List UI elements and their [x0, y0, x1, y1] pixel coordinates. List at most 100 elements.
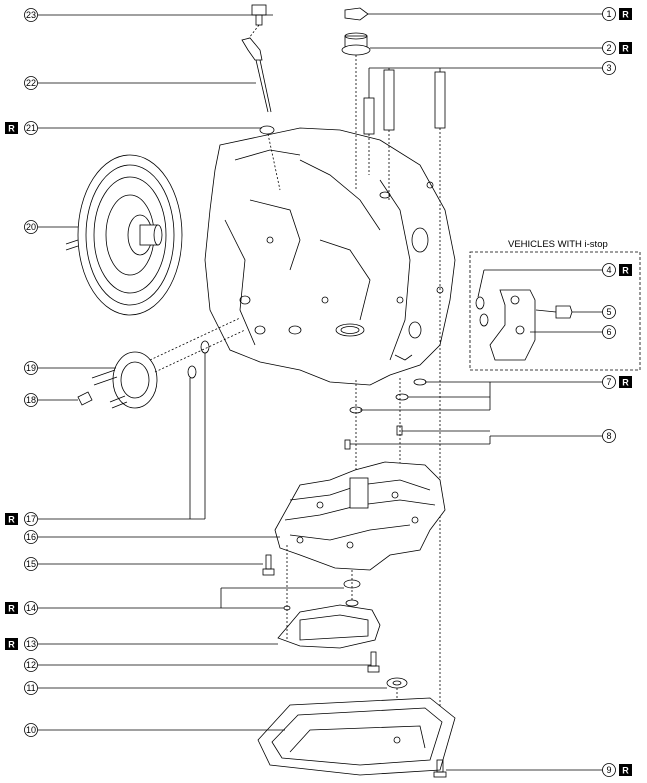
callout-number: 11	[26, 683, 35, 693]
callout-number: 2	[606, 43, 611, 53]
callout-6: 6	[602, 325, 616, 339]
replace-badge	[619, 764, 632, 776]
callout-number: 18	[26, 395, 36, 405]
transmission-case	[204, 127, 456, 386]
replace-badge-label: R	[622, 43, 629, 53]
callout-number: 19	[26, 363, 36, 373]
callout-number: 6	[606, 327, 611, 337]
callout-circle	[602, 7, 616, 21]
valve-body-bolt	[262, 554, 275, 576]
top-parts	[341, 7, 446, 200]
callout-12: 12	[24, 658, 38, 672]
i-stop-inset-frame	[469, 251, 641, 371]
callout-13: 13 R	[5, 637, 38, 651]
callout-circle	[24, 681, 38, 695]
i-stop-actuator	[475, 289, 573, 361]
callout-circle	[602, 763, 616, 777]
callout-circle	[24, 723, 38, 737]
callout-19: 19	[24, 361, 38, 375]
callout-number: 9	[606, 765, 611, 775]
replace-badge-label: R	[8, 123, 15, 133]
callout-number: 16	[26, 532, 36, 542]
replace-badge-label: R	[622, 265, 629, 275]
callout-circle	[24, 601, 38, 615]
callout-circle	[24, 637, 38, 651]
replace-badge-label: R	[622, 377, 629, 387]
callout-15: 15	[24, 557, 38, 571]
replace-badge-label: R	[622, 765, 629, 775]
inset-title: VEHICLES WITH i-stop	[508, 239, 608, 250]
callout-16: 16	[24, 530, 38, 544]
callout-3: 3	[602, 61, 616, 75]
replace-badge	[5, 638, 18, 650]
callout-number: 23	[26, 10, 36, 20]
callout-circle	[24, 530, 38, 544]
callout-circle	[24, 393, 38, 407]
callout-circle	[24, 512, 38, 526]
callout-circle	[24, 220, 38, 234]
callout-number: 15	[26, 559, 36, 569]
callout-5: 5	[602, 305, 616, 319]
leader-lines	[38, 13, 604, 771]
oil-strainer	[277, 545, 381, 649]
callout-22: 22	[24, 76, 38, 90]
callout-circle	[24, 361, 38, 375]
replace-badge	[619, 264, 632, 276]
callout-21: 21 R	[5, 121, 38, 135]
callout-circle	[602, 41, 616, 55]
callout-number: 1	[606, 9, 611, 19]
callout-number: 8	[606, 431, 611, 441]
callout-circle	[602, 263, 616, 277]
oil-pan	[257, 697, 456, 776]
callout-circle	[24, 557, 38, 571]
callout-number: 4	[606, 265, 611, 275]
callout-circle	[24, 76, 38, 90]
control-valve-body	[274, 461, 446, 571]
callout-14: 14 R	[5, 601, 38, 615]
callout-circle	[24, 658, 38, 672]
callout-number: 21	[26, 123, 36, 133]
callout-circle	[602, 305, 616, 319]
callout-number: 17	[26, 514, 36, 524]
callout-number: 5	[606, 307, 611, 317]
callout-circle	[602, 375, 616, 389]
callout-circle	[24, 121, 38, 135]
callout-circle	[24, 8, 38, 22]
callout-11: 11	[24, 681, 38, 695]
callout-number: 7	[606, 377, 611, 387]
callout-8: 8	[602, 429, 616, 443]
replace-badge	[5, 122, 18, 134]
callout-circle	[602, 429, 616, 443]
callout-number: 20	[26, 222, 36, 232]
replace-badge	[619, 376, 632, 388]
callout-number: 3	[606, 63, 611, 73]
callout-18: 18	[24, 393, 38, 407]
torque-converter	[65, 154, 183, 316]
callout-circle	[602, 325, 616, 339]
callout-number: 14	[26, 603, 36, 613]
replace-badge	[619, 8, 632, 20]
oil-cooler	[77, 317, 246, 409]
replace-badge-label: R	[8, 514, 15, 524]
replace-badge	[619, 42, 632, 54]
callout-number: 10	[26, 725, 36, 735]
replace-badge-label: R	[8, 603, 15, 613]
pan-bolt	[433, 759, 447, 778]
replace-badge-label: R	[622, 9, 629, 19]
callout-17: 17 R	[5, 512, 38, 526]
replace-badge	[5, 602, 18, 614]
orings-pins	[344, 378, 427, 470]
callout-number: 13	[26, 639, 36, 649]
callout-23: 23	[24, 8, 38, 22]
replace-badge-label: R	[8, 639, 15, 649]
callout-20: 20	[24, 220, 38, 234]
callout-number: 22	[26, 78, 36, 88]
callout-number: 12	[26, 660, 36, 670]
